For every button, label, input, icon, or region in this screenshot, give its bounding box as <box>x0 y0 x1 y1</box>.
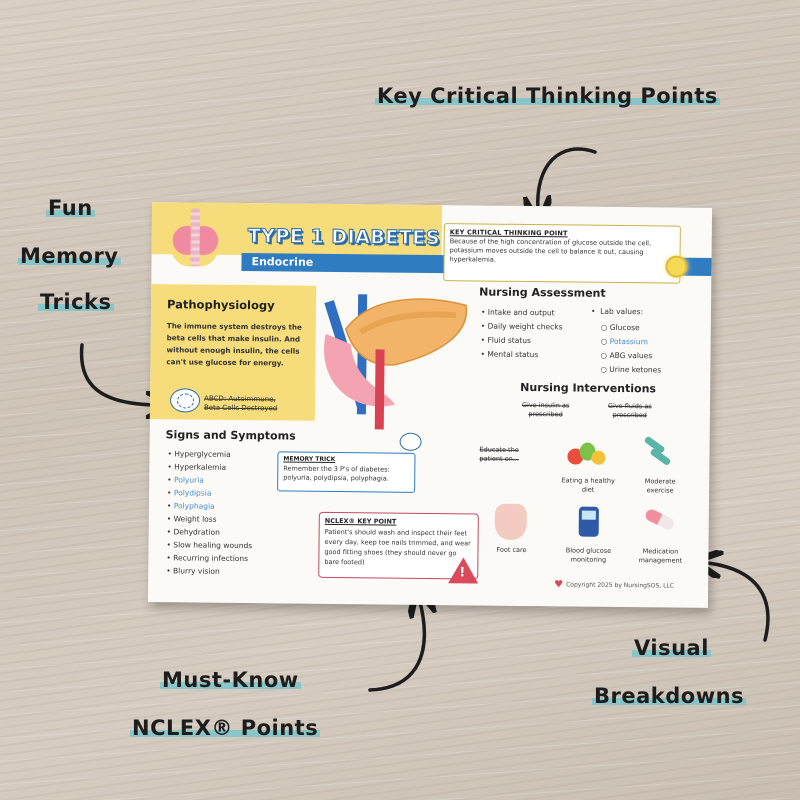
exercise-label: Moderate exercise <box>633 477 687 496</box>
signs-symptoms-heading: Signs and Symptoms <box>165 428 296 443</box>
card-title: TYPE 1 DIABETES <box>247 225 441 250</box>
foot-icon <box>494 503 527 541</box>
lab-list: Glucose Potassium ABG values Urine keton… <box>600 321 661 378</box>
key-critical-box: KEY CRITICAL THINKING POINT Because of t… <box>443 223 681 284</box>
list-item: Blurry vision <box>166 564 252 578</box>
list-item: Fluid status <box>481 334 563 349</box>
brain-icon <box>169 388 201 413</box>
give-insulin-note: Give insulin as prescribed <box>521 400 570 419</box>
fruits-icon <box>567 438 607 468</box>
glucose-meter-icon <box>578 506 599 537</box>
arrow-bottom <box>368 602 424 692</box>
copyright: Copyright 2025 by NursingSOS, LLC <box>566 581 675 590</box>
healthy-diet-label: Eating a healthy diet <box>553 476 623 495</box>
lab-values-label: Lab values: <box>600 306 644 317</box>
card-subtitle: Endocrine <box>241 253 447 274</box>
educate-note: Educate the patient on... <box>479 446 519 464</box>
signs-list: Hyperglycemia Hyperkalemia Polyuria Poly… <box>166 447 253 578</box>
nursing-assessment-heading: Nursing Assessment <box>479 285 606 300</box>
exercise-line-2: exercise <box>646 486 674 495</box>
list-item: Urine ketones <box>600 363 661 378</box>
list-item: Hyperkalemia <box>167 460 253 474</box>
warning-mark: ! <box>459 565 466 581</box>
memory-trick-title: MEMORY TRICK <box>283 455 336 464</box>
list-item: Polydipsia <box>167 486 253 500</box>
pancreas-illustration <box>324 294 468 430</box>
nclex-title: NCLEX® KEY POINT <box>324 516 397 526</box>
medication-line-2: management <box>638 556 683 565</box>
callout-must-know: Must-Know <box>160 668 301 692</box>
give-fluids-line-2: prescribed <box>612 410 647 420</box>
callout-breakdowns: Breakdowns <box>592 684 747 708</box>
educate-line-1: Educate the <box>479 445 519 454</box>
glucose-monitoring-label: Blood glucose monitoring <box>556 546 620 565</box>
list-item: Polyphagia <box>167 499 253 513</box>
give-fluids-note: Give fluids as prescribed <box>608 402 652 420</box>
list-item: Weight loss <box>167 512 253 526</box>
list-item: Glucose <box>601 321 662 336</box>
pathophysiology-text: The immune system destroys the beta cell… <box>166 321 302 368</box>
give-fluids-line-1: Give fluids as <box>607 401 652 411</box>
callout-memory: Memory <box>18 244 121 268</box>
glucose-line-2: monitoring <box>570 555 607 564</box>
dumbbells-icon <box>643 435 673 467</box>
list-item: Intake and output <box>481 306 563 321</box>
medication-label: Medication management <box>630 547 690 566</box>
give-insulin-line-2: prescribed <box>528 410 563 419</box>
heart-logo-icon: ♥ <box>554 579 564 591</box>
abcd-mnemonic: ABCD: Autoimmune, Beta Cells Destroyed <box>204 395 277 414</box>
abcd-line-2: Beta Cells Destroyed <box>203 403 278 413</box>
healthy-diet-line-2: diet <box>581 485 595 494</box>
arrow-right <box>708 563 770 642</box>
pill-icon <box>643 507 676 532</box>
nursing-interventions-heading: Nursing Interventions <box>520 380 657 396</box>
list-item: Dehydration <box>167 525 253 539</box>
memory-trick-line-2: polyuria, polydipsia, polyphagia. <box>283 473 389 483</box>
list-item: Polyuria <box>167 473 253 487</box>
thyroid-illustration <box>169 208 221 267</box>
glucose-line-1: Blood glucose <box>565 546 612 555</box>
callout-tricks: Tricks <box>38 290 114 314</box>
arrow-left <box>79 343 160 405</box>
lab-values-heading: • Lab values: <box>590 306 644 317</box>
brain-icon <box>399 432 422 451</box>
list-item: Recurring infections <box>166 551 252 565</box>
healthy-diet-line-1: Eating a healthy <box>561 476 615 485</box>
study-card: TYPE 1 DIABETES Endocrine KEY CRITICAL T… <box>147 202 713 608</box>
callout-nclex: NCLEX® Points <box>130 716 321 740</box>
callout-key-critical: Key Critical Thinking Points <box>375 84 720 108</box>
memory-trick-box: MEMORY TRICK Remember the 3 P's of diabe… <box>277 451 416 493</box>
list-item: Potassium <box>601 335 662 350</box>
pathophysiology-heading: Pathophysiology <box>166 297 275 313</box>
callout-fun: Fun <box>46 196 95 220</box>
callout-visual: Visual <box>632 636 711 660</box>
list-item: Slow healing wounds <box>166 538 252 552</box>
assessment-list: Intake and output Daily weight checks Fl… <box>480 306 562 363</box>
lightbulb-icon <box>665 255 688 278</box>
give-insulin-line-1: Give insulin as <box>521 400 570 410</box>
list-item: Daily weight checks <box>481 320 563 335</box>
educate-line-2: patient on... <box>479 454 519 463</box>
list-item: Mental status <box>480 348 562 363</box>
list-item: Hyperglycemia <box>167 447 253 461</box>
list-item: ABG values <box>600 349 661 364</box>
foot-care-label: Foot care <box>496 545 527 555</box>
key-critical-text: Because of the high concentration of glu… <box>449 237 652 264</box>
arrow-top <box>538 147 597 210</box>
